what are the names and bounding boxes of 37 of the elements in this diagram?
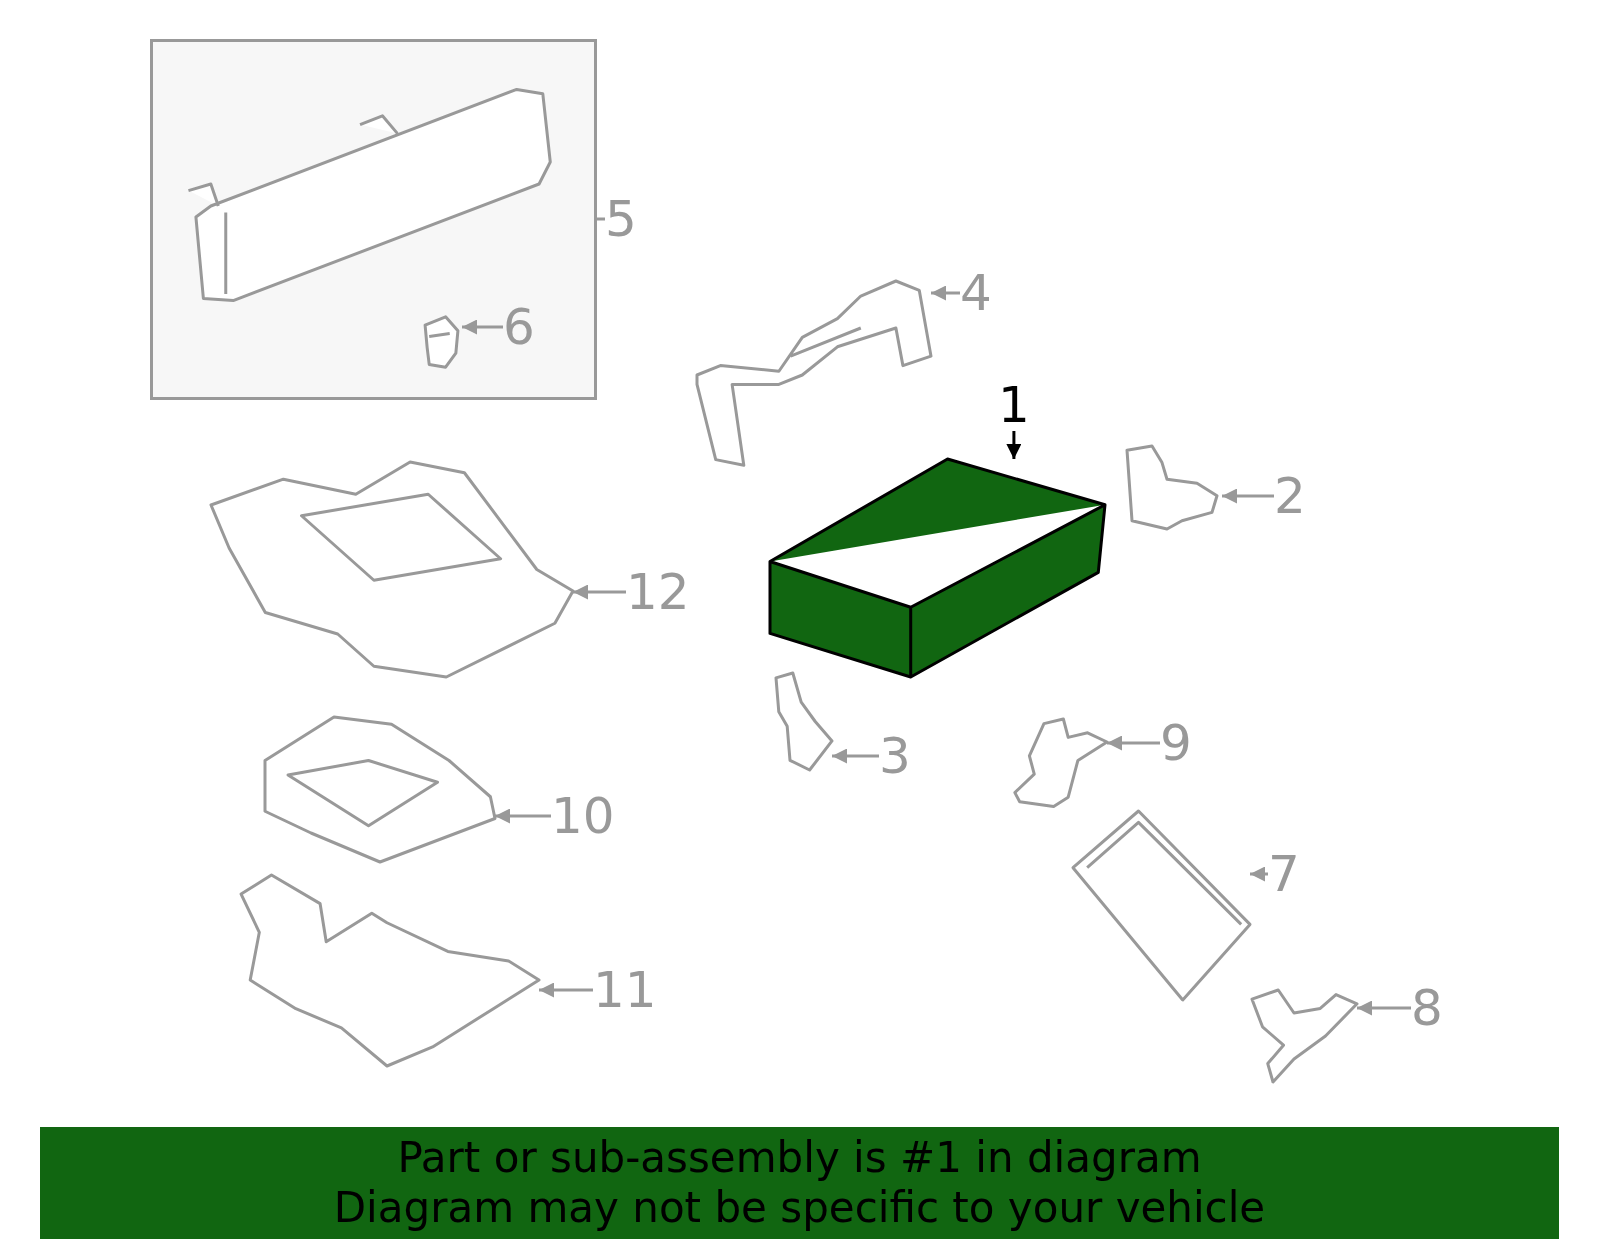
leader-arrow bbox=[1357, 1000, 1411, 1016]
leader-arrow bbox=[1006, 431, 1022, 459]
callout-number: 5 bbox=[605, 193, 637, 245]
leader-arrow bbox=[539, 982, 593, 998]
control-module-drawing bbox=[770, 459, 1105, 677]
bracket-drawing bbox=[1010, 719, 1107, 811]
inset-frame bbox=[150, 39, 597, 400]
cover-drawing bbox=[211, 462, 573, 677]
callout-number: 3 bbox=[879, 730, 911, 782]
mounting-bracket-drawing bbox=[697, 281, 931, 469]
notice-banner bbox=[40, 1127, 1559, 1239]
callout-number: 12 bbox=[626, 566, 690, 618]
callout-number: 8 bbox=[1411, 982, 1443, 1034]
leader-arrow bbox=[573, 584, 626, 600]
leader-arrow bbox=[1222, 488, 1274, 504]
callout-number: 1 bbox=[998, 379, 1030, 431]
display-screen-drawing bbox=[1073, 811, 1250, 1000]
leader-arrow bbox=[931, 285, 960, 301]
callout-number: 4 bbox=[960, 267, 992, 319]
bracket-drawing bbox=[776, 673, 832, 770]
clip-drawing bbox=[421, 314, 462, 370]
bracket-drawing bbox=[1252, 990, 1357, 1082]
leader-arrow bbox=[1107, 735, 1160, 751]
leader-arrow bbox=[832, 748, 879, 764]
callout-number: 11 bbox=[593, 964, 657, 1016]
notice-text: Diagram may not be specific to your vehicle bbox=[333, 1183, 1266, 1233]
leader-arrow bbox=[495, 808, 551, 824]
leader-line bbox=[597, 217, 605, 221]
leader-arrow bbox=[1250, 866, 1268, 882]
leader-arrow bbox=[462, 319, 503, 335]
notice-text: Part or sub-assembly is #1 in diagram bbox=[397, 1133, 1202, 1183]
callout-number: 9 bbox=[1160, 717, 1192, 769]
callout-number: 6 bbox=[503, 301, 535, 353]
callout-number: 2 bbox=[1274, 470, 1306, 522]
callout-number: 10 bbox=[551, 790, 615, 842]
callout-number: 7 bbox=[1268, 848, 1300, 900]
module-drawing bbox=[265, 717, 495, 862]
